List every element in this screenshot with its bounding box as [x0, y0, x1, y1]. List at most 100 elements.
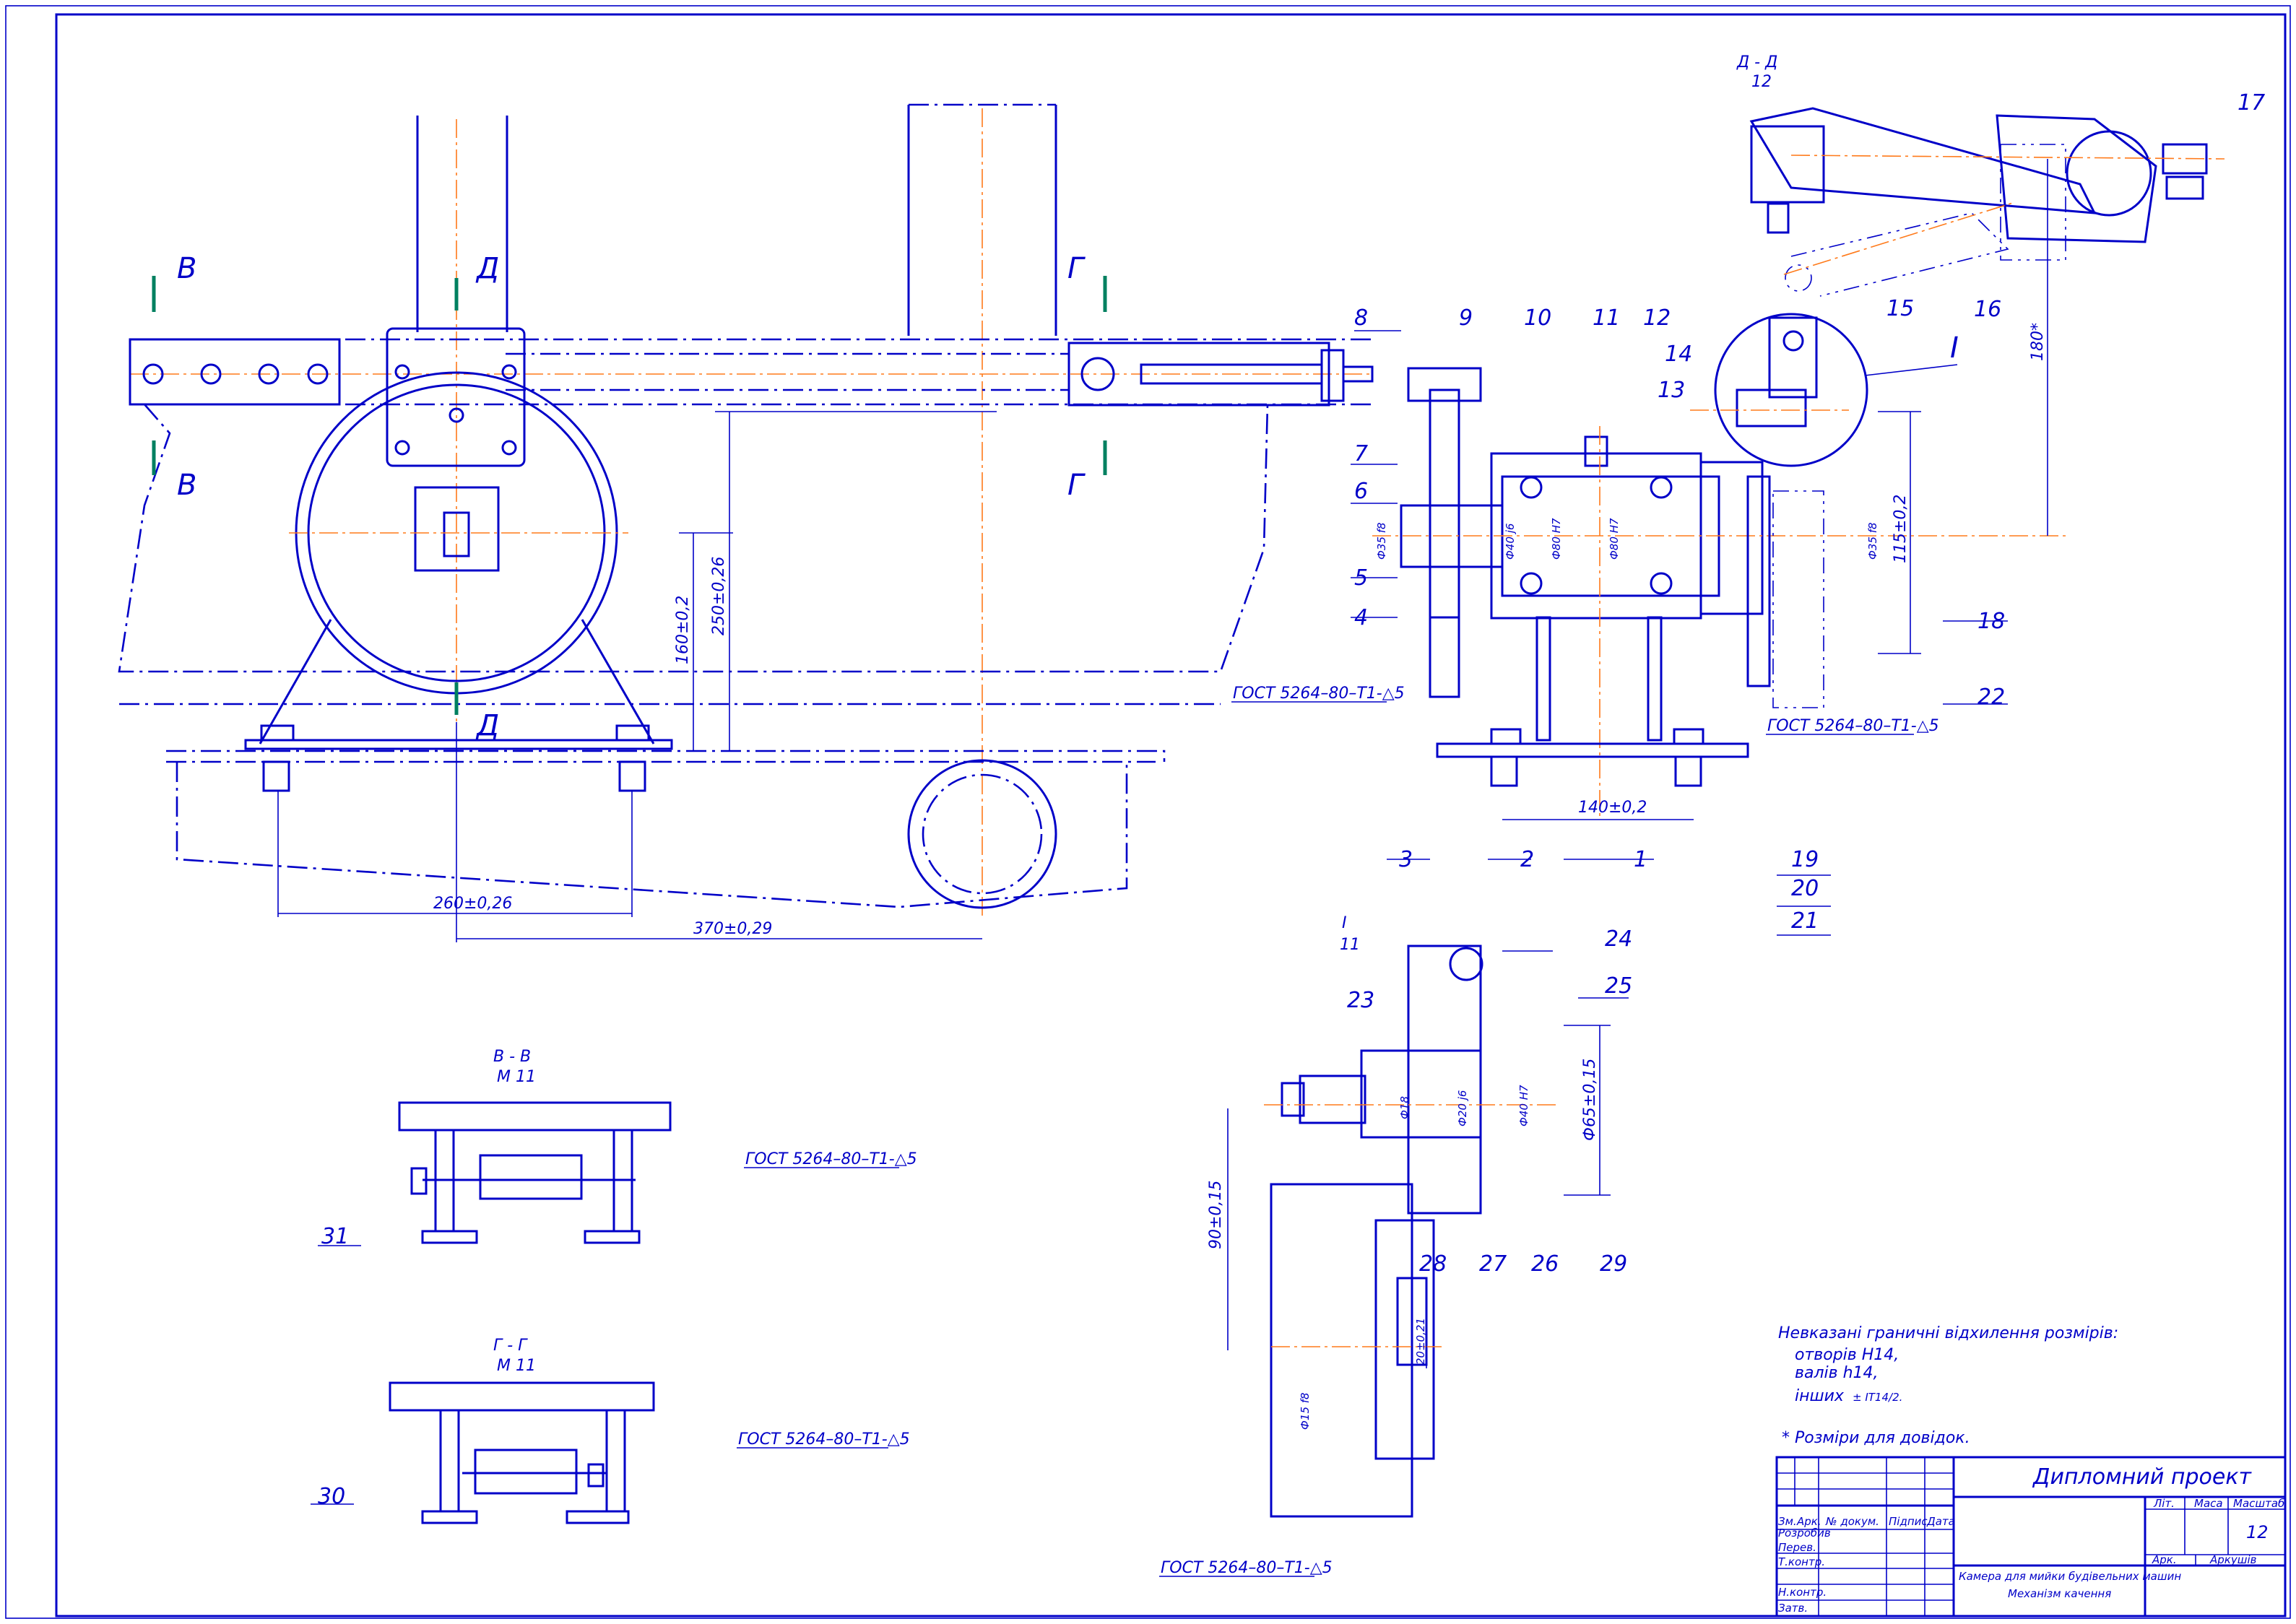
callout-24: 24	[1605, 926, 1632, 952]
dim-140: 140±0,2	[1578, 799, 1647, 817]
tb-col-ark: Арк.	[1796, 1515, 1821, 1528]
section-vv-label: В - В	[493, 1048, 531, 1066]
dim-d35-right: Ф35 f8	[1866, 522, 1879, 560]
callout-26: 26	[1531, 1251, 1559, 1277]
title-project: Дипломний проект	[2032, 1464, 2252, 1490]
tb-col-date: Дата	[1926, 1515, 1955, 1528]
tb-lit: Літ.	[2153, 1497, 2175, 1510]
weld-note-3: ГОСТ 5264–80–Т1-△5	[745, 1150, 917, 1168]
section-vv-scale: М 11	[497, 1068, 536, 1086]
section-dd-scale: 12	[1751, 73, 1772, 91]
callout-8: 8	[1354, 305, 1368, 331]
callout-21: 21	[1791, 908, 1819, 934]
dim-d40-left: Ф40 j6	[1504, 524, 1517, 560]
callout-1: 1	[1634, 847, 1647, 872]
callout-16: 16	[1974, 297, 2001, 322]
detail-view-label: I	[1342, 914, 1347, 932]
dim-d15: Ф15 f8	[1299, 1392, 1312, 1430]
callout-10: 10	[1524, 305, 1551, 331]
cut-label-d-top: Д	[475, 252, 499, 285]
bearing-housing-plate	[386, 327, 526, 467]
callout-leaders	[311, 330, 2008, 1505]
tb-col-zm: Зм.	[1778, 1515, 1797, 1528]
section-gg	[389, 1381, 655, 1524]
callout-9: 9	[1459, 305, 1473, 331]
callout-20: 20	[1791, 876, 1819, 901]
dim-180: 180*	[2029, 323, 2047, 361]
tb-row-perev: Перев.	[1778, 1541, 1816, 1554]
dim-d80a: Ф80 H7	[1550, 518, 1563, 560]
shaft-section	[1372, 159, 2066, 820]
callout-2: 2	[1520, 847, 1534, 872]
callout-14: 14	[1665, 342, 1692, 367]
dim-65: Ф65±0,15	[1581, 1059, 1599, 1141]
dim-d80b: Ф80 H7	[1608, 518, 1621, 560]
section-gg-label: Г - Г	[493, 1337, 528, 1355]
note-line-3: валів h14,	[1795, 1364, 1879, 1382]
weld-note-4: ГОСТ 5264–80–Т1-△5	[738, 1430, 910, 1449]
section-dd-label: Д - Д	[1736, 53, 1777, 71]
dim-d35-left: Ф35 f8	[1375, 522, 1388, 560]
callout-27: 27	[1479, 1251, 1507, 1277]
weld-note-2: ГОСТ 5264–80–Т1-△5	[1767, 717, 1939, 735]
drawing-border	[55, 13, 2287, 1618]
callout-4: 4	[1354, 605, 1368, 630]
dim-115: 115±0,2	[1892, 495, 1910, 563]
note-line-4b: ± IT14/2.	[1853, 1391, 1902, 1404]
note-line-5: * Розміри для довідок.	[1782, 1429, 1970, 1447]
callout-6: 6	[1354, 479, 1368, 504]
section-dd	[1749, 107, 2225, 297]
cut-label-g-bottom: Г	[1067, 469, 1086, 502]
callout-31: 31	[321, 1224, 349, 1249]
section-gg-scale: М 11	[497, 1357, 536, 1375]
detail-view-scale: 11	[1340, 936, 1360, 954]
tb-col-doc: № докум.	[1825, 1515, 1879, 1528]
callout-19: 19	[1791, 847, 1819, 872]
callout-22: 22	[1977, 685, 2005, 710]
title-line-2: Механізм качення	[2008, 1587, 2111, 1600]
main-view	[118, 103, 1374, 942]
tb-row-zatv: Затв.	[1778, 1602, 1808, 1615]
tb-col-sign: Підпис	[1889, 1515, 1928, 1528]
note-line-1: Невказані граничні відхилення розмірів:	[1778, 1324, 2118, 1342]
dim-20: 20±0,21	[1414, 1318, 1427, 1365]
callout-25: 25	[1605, 973, 1632, 999]
dim-d18: Ф18	[1398, 1096, 1411, 1119]
dim-d40i: Ф40 H7	[1517, 1085, 1530, 1126]
tb-row-rozrob: Розробив	[1778, 1527, 1831, 1540]
detail-i-marker: I	[1950, 331, 1959, 365]
dim-260: 260±0,26	[433, 895, 512, 913]
cut-label-v-bottom: В	[177, 469, 196, 502]
dim-90: 90±0,15	[1207, 1181, 1225, 1249]
section-vv	[398, 1101, 672, 1244]
title-block	[1775, 1456, 2287, 1618]
weld-note-1: ГОСТ 5264–80–Т1-△5	[1233, 685, 1405, 703]
outer-frame	[5, 5, 2291, 1619]
dim-370: 370±0,29	[693, 920, 772, 938]
dim-250: 250±0,26	[710, 557, 728, 635]
tb-masa: Маса	[2194, 1497, 2223, 1510]
tb-row-nkontr: Н.контр.	[1778, 1586, 1827, 1599]
cut-label-d-bottom: Д	[475, 709, 499, 742]
callout-7: 7	[1354, 441, 1368, 466]
tb-arkushiv: Аркушів	[2209, 1553, 2257, 1566]
callout-12: 12	[1643, 305, 1671, 331]
callout-23: 23	[1347, 988, 1374, 1013]
cut-label-v-top: В	[177, 252, 196, 285]
tb-scale-value: 12	[2246, 1522, 2269, 1542]
callout-28: 28	[1419, 1251, 1447, 1277]
detail-i-callout	[1690, 313, 1958, 467]
title-line-1: Камера для мийки будівельних машин	[1959, 1570, 2181, 1583]
dim-d20i: Ф20 j6	[1456, 1090, 1469, 1126]
callout-15: 15	[1886, 296, 1914, 321]
dim-160: 160±0,2	[674, 596, 692, 664]
cut-label-g-top: Г	[1067, 252, 1086, 285]
callout-5: 5	[1354, 565, 1368, 591]
callout-3: 3	[1399, 847, 1413, 872]
weld-note-5: ГОСТ 5264–80–Т1-△5	[1161, 1559, 1333, 1577]
note-line-2: отворів H14,	[1795, 1346, 1899, 1364]
tb-row-tkontr: Т.контр.	[1778, 1555, 1825, 1568]
callout-18: 18	[1977, 609, 2005, 634]
callout-29: 29	[1600, 1251, 1627, 1277]
